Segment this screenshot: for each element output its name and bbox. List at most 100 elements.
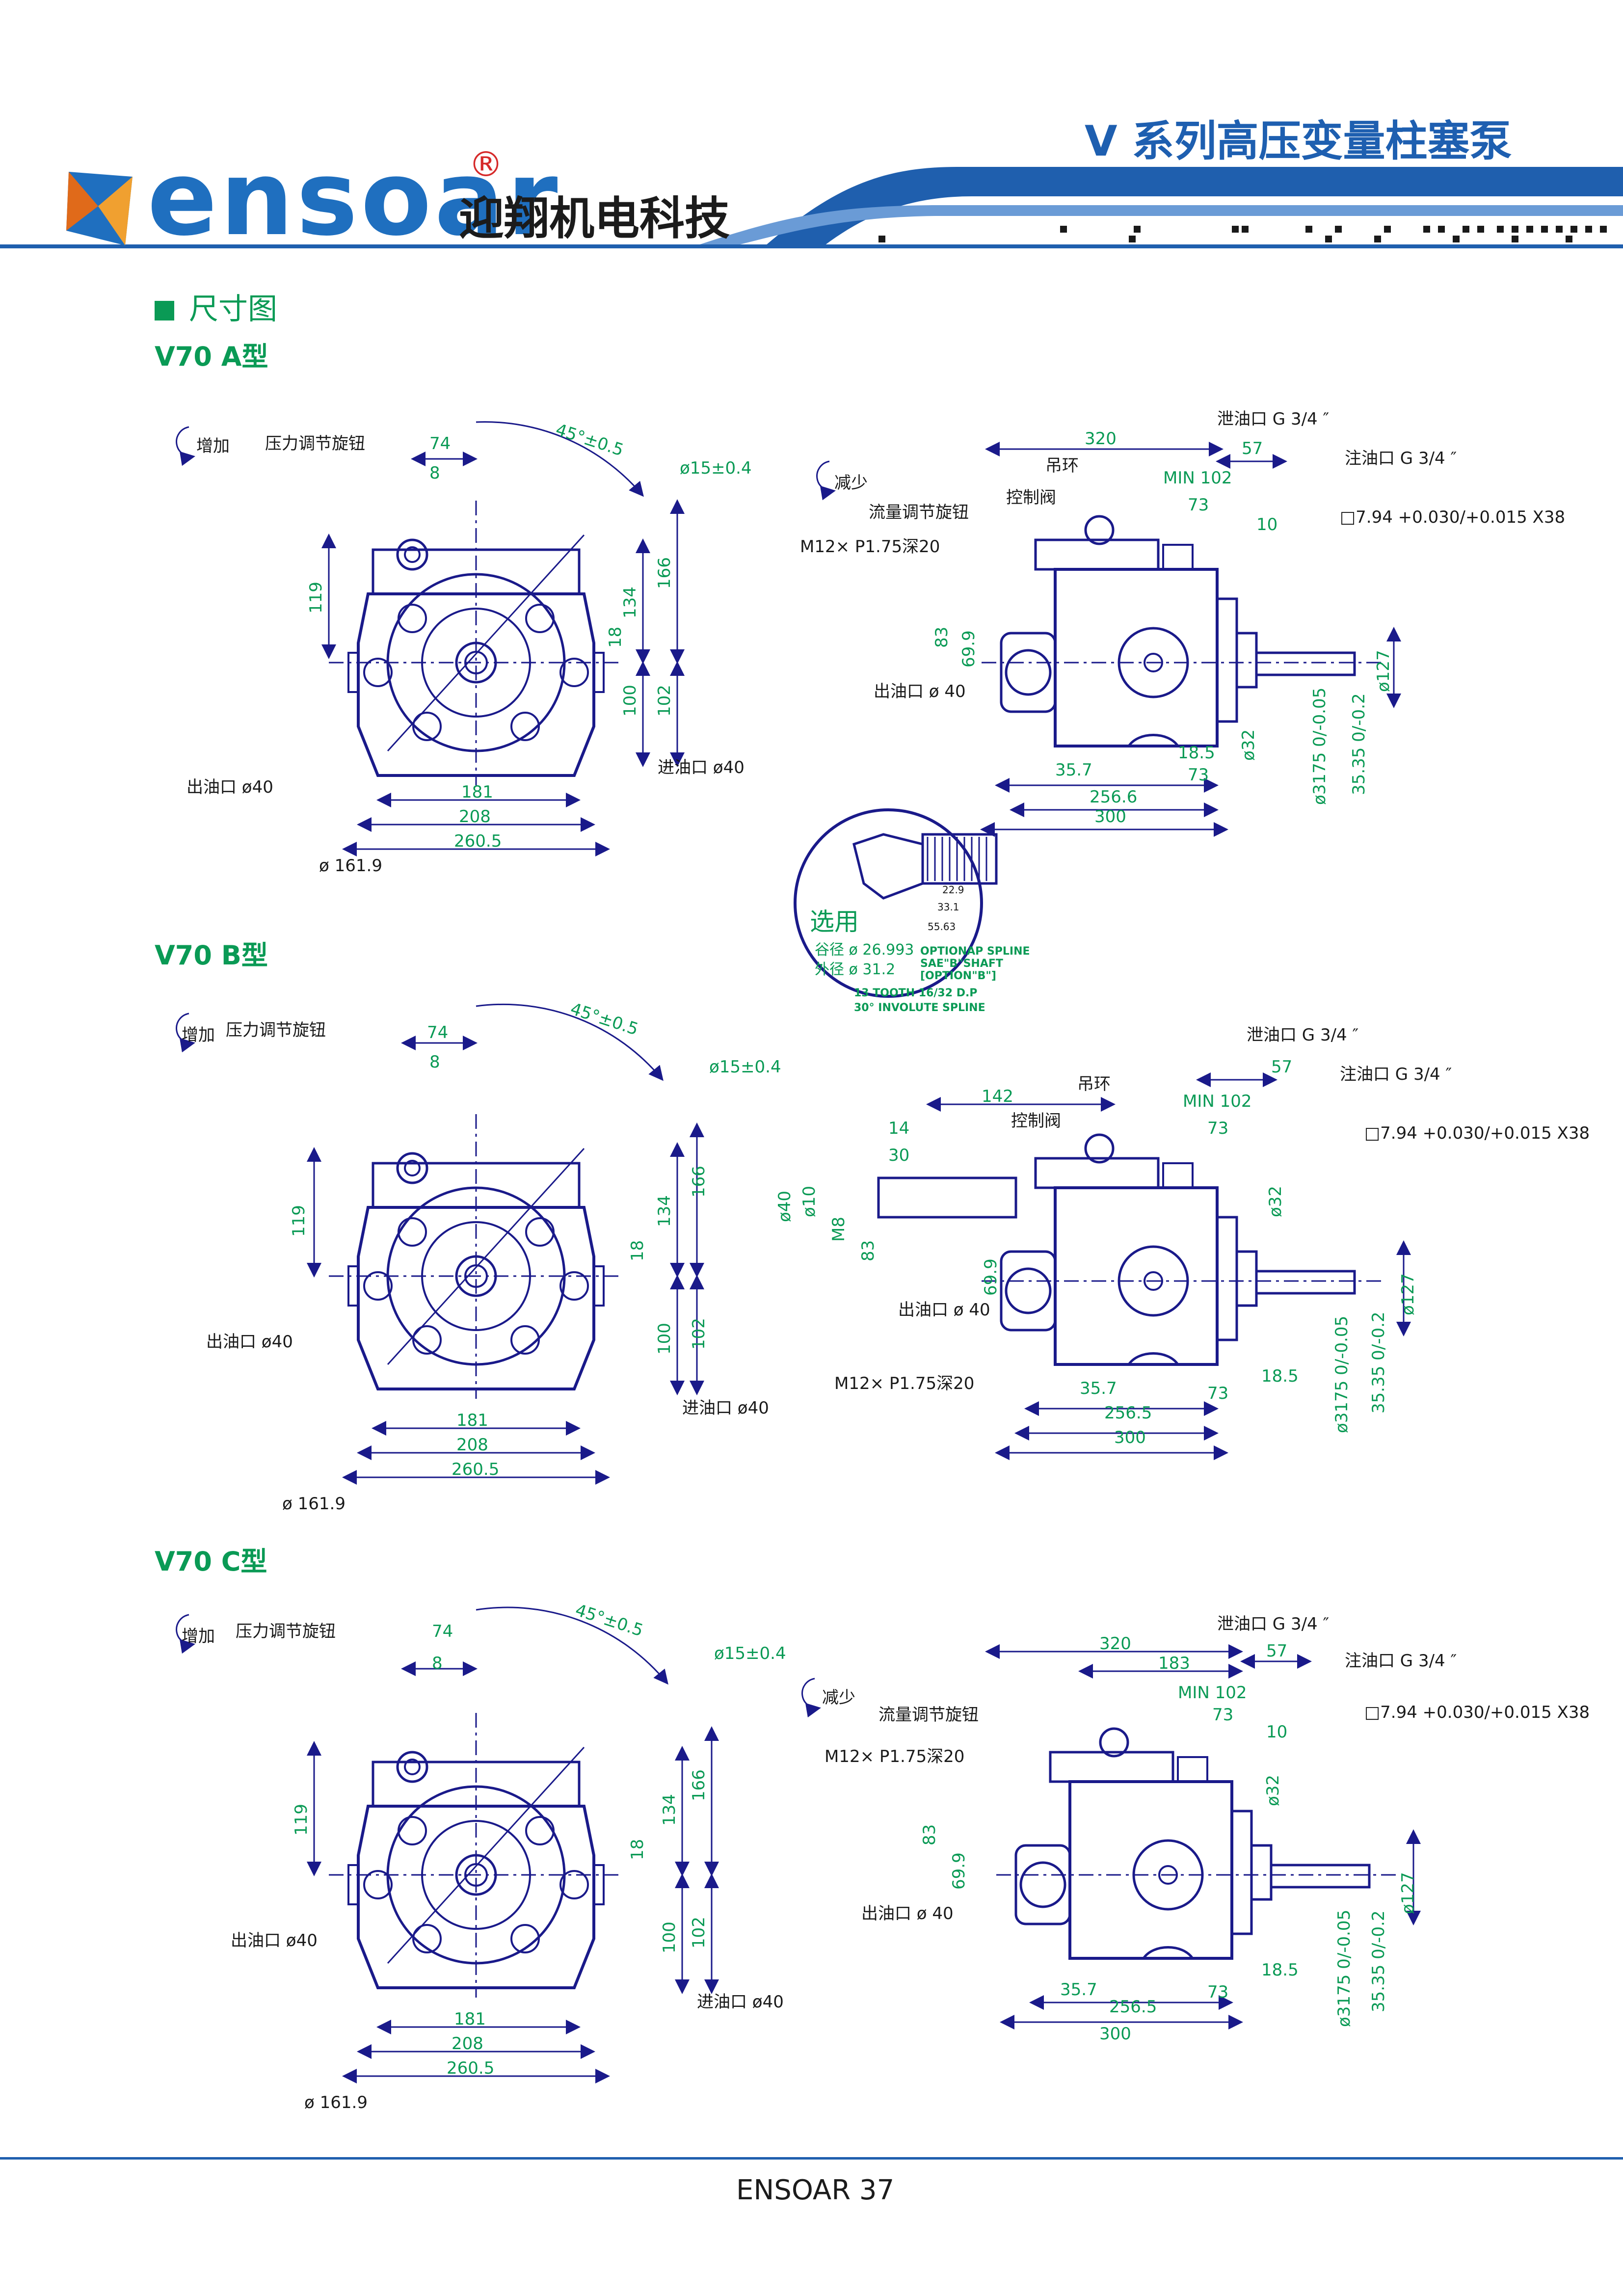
- c-front-rotation: 增加: [182, 1627, 215, 1646]
- a-front-d18: 18: [606, 627, 625, 648]
- brand-wordmark: ensoar: [147, 138, 561, 259]
- c-side-drain: 泄油口 G 3/4 ″: [1217, 1614, 1329, 1634]
- b-side-thread: M12× P1.75深20: [834, 1374, 974, 1393]
- a-side-d73b: 73: [1188, 765, 1209, 785]
- b-side-d357: 35.7: [1080, 1379, 1117, 1398]
- b-side-d127: ø127: [1398, 1273, 1418, 1315]
- b-side-minmax: MIN 102: [1183, 1092, 1252, 1111]
- option-title: 选用: [810, 908, 859, 936]
- b-side-d3535: 35.35 0/-0.2: [1369, 1311, 1388, 1414]
- front-view-c: [329, 1713, 623, 1998]
- b-front-d208: 208: [456, 1435, 488, 1455]
- header-pixel-pattern: [878, 226, 1607, 242]
- option-l4: 13 TOOTH 16/32 D.P: [854, 987, 977, 999]
- c-front-inlet: 进油口 ø40: [697, 1992, 784, 2012]
- b-front-d134: 134: [655, 1195, 674, 1227]
- b-side-fill: 注油口 G 3/4 ″: [1340, 1065, 1452, 1084]
- c-side-d73b: 73: [1207, 1982, 1228, 2002]
- header-swoosh: [766, 167, 1623, 245]
- b-side-d300: 300: [1114, 1428, 1146, 1447]
- a-side-d3535: 35.35 0/-0.2: [1349, 693, 1369, 795]
- a-front-d134: 134: [620, 587, 640, 618]
- c-side-d83: 83: [920, 1824, 939, 1845]
- b-side-d40: ø40: [775, 1191, 795, 1222]
- option-spline-detail: [794, 808, 998, 998]
- c-side-d3535: 35.35 0/-0.2: [1369, 1910, 1388, 2012]
- c-front-d18: 18: [628, 1839, 647, 1860]
- a-side-flowknob: 流量调节旋钮: [869, 503, 969, 522]
- b-side-d185: 18.5: [1261, 1366, 1299, 1386]
- c-front-hole: ø15±0.4: [714, 1644, 786, 1663]
- b-side-d3175: ø3175 0/-0.05: [1332, 1316, 1352, 1433]
- b-front-inlet: 进油口 ø40: [682, 1398, 769, 1418]
- a-front-rotation: 增加: [196, 436, 230, 456]
- a-front-d208: 208: [459, 807, 491, 827]
- a-front-d161: ø 161.9: [319, 856, 382, 876]
- b-side-d57: 57: [1271, 1057, 1292, 1077]
- a-side-d3175: ø3175 0/-0.05: [1310, 688, 1330, 805]
- c-side-d300: 300: [1099, 2024, 1131, 2044]
- header-swoosh-light: [697, 205, 1623, 245]
- c-side-flowknob: 流量调节旋钮: [878, 1705, 979, 1725]
- side-view-b: [982, 1135, 1384, 1364]
- footer-page-label: ENSOAR 37: [736, 2174, 895, 2206]
- b-side-d142: 142: [982, 1087, 1013, 1106]
- b-side-d14: 14: [888, 1119, 909, 1138]
- c-front-d119: 119: [292, 1804, 311, 1836]
- a-front-d119: 119: [306, 582, 326, 614]
- a-side-d32: ø32: [1239, 729, 1258, 761]
- a-side-thread: M12× P1.75深20: [800, 537, 940, 557]
- c-side-d69: 69.9: [949, 1852, 969, 1890]
- brand-logo-icon: [66, 172, 133, 245]
- a-front-hole: ø15±0.4: [680, 458, 752, 478]
- header-rule: [0, 244, 1623, 248]
- option-root: 谷径 ø 26.993: [815, 941, 914, 959]
- technical-drawings: 增加 压力调节旋钮 74 8 45°±0.5 ø15±0.4 119 134 1…: [0, 409, 1623, 2160]
- b-side-d2565: 256.5: [1104, 1403, 1152, 1423]
- option-d5563: 55.63: [928, 921, 956, 933]
- c-side-d185: 18.5: [1261, 1960, 1299, 1980]
- option-l5: 30° INVOLUTE SPLINE: [854, 1002, 985, 1014]
- c-side-d320: 320: [1099, 1634, 1131, 1654]
- c-side-rotation: 减少: [822, 1688, 855, 1708]
- a-front-outlet: 出油口 ø40: [186, 777, 273, 797]
- c-side-d10: 10: [1266, 1722, 1287, 1742]
- option-d229: 22.9: [942, 884, 964, 896]
- a-side-d83: 83: [932, 627, 952, 648]
- type-label-a: V70 A型: [155, 341, 268, 372]
- option-d331: 33.1: [937, 901, 959, 913]
- c-side-key: □7.94 +0.030/+0.015 X38: [1364, 1703, 1590, 1722]
- b-side-d73b: 73: [1207, 1384, 1228, 1403]
- section-title-text: 尺寸图: [189, 292, 277, 326]
- type-label-c: V70 C型: [155, 1546, 267, 1577]
- a-front-knob: 压力调节旋钮: [265, 434, 365, 454]
- b-front-d181: 181: [456, 1411, 488, 1430]
- front-view-a: [329, 501, 623, 785]
- c-front-d8: 8: [432, 1654, 443, 1673]
- option-l3: [OPTION"B"]: [920, 970, 996, 982]
- c-front-d102: 102: [689, 1917, 709, 1949]
- a-front-d100: 100: [620, 685, 640, 717]
- a-side-minmax: MIN 102: [1163, 468, 1232, 488]
- b-front-hole: ø15±0.4: [709, 1057, 781, 1077]
- b-front-d100: 100: [655, 1323, 674, 1355]
- b-side-d30: 30: [888, 1146, 909, 1165]
- c-side-d57: 57: [1266, 1641, 1287, 1661]
- a-side-d69: 69.9: [959, 630, 979, 667]
- b-side-ring: 吊环: [1077, 1074, 1111, 1094]
- option-l2: SAE"B"SHAFT: [920, 958, 1003, 970]
- a-side-d57: 57: [1242, 439, 1263, 458]
- c-front-d166: 166: [689, 1769, 709, 1801]
- a-front-inlet: 进油口 ø40: [658, 758, 745, 777]
- a-side-d127: ø127: [1374, 650, 1393, 692]
- b-side-d32: ø32: [1266, 1186, 1285, 1217]
- a-side-d320: 320: [1085, 429, 1117, 449]
- c-side-d2565: 256.5: [1109, 1997, 1157, 2017]
- b-front-outlet: 出油口 ø40: [206, 1332, 293, 1352]
- b-front-d119: 119: [289, 1205, 309, 1237]
- a-side-d300: 300: [1094, 807, 1126, 827]
- option-l1: OPTIONAP SPLINE: [920, 945, 1030, 958]
- a-front-d102: 102: [655, 685, 674, 717]
- c-front-d208: 208: [452, 2034, 483, 2054]
